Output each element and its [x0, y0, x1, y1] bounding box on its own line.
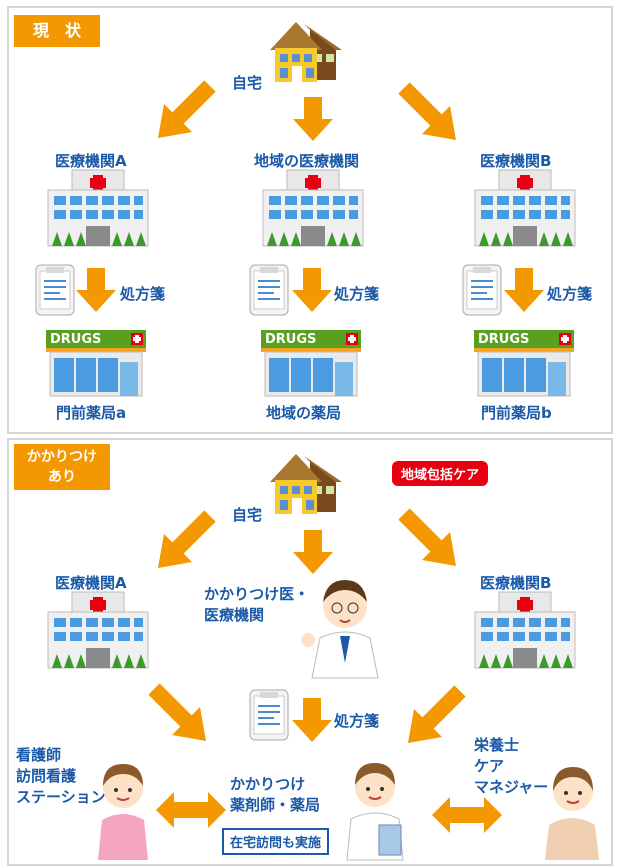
nutrition-label-line3: マネジャー	[474, 778, 549, 796]
nutritionist-illustration	[545, 767, 599, 860]
community-care-badge: 地域包括ケア	[392, 461, 489, 486]
hospital-b-icon	[474, 169, 576, 247]
arrow-home-to-local-hospital	[293, 97, 333, 141]
prescription-icon-2	[249, 689, 289, 741]
arrow-rx-a	[76, 268, 116, 312]
hospital-b-label: 医療機関B	[480, 152, 552, 170]
doctor-label: かかりつけ医・ 医療機関	[204, 584, 309, 626]
nutrition-label: 栄養士 ケア マネジャー	[474, 735, 548, 798]
pharmacy-b-label: 門前薬局b	[481, 404, 552, 422]
hospital-a-icon-2	[47, 591, 149, 669]
home-visit-box: 在宅訪問も実施	[222, 828, 330, 855]
nurse-illustration	[98, 764, 148, 860]
pharmacist-label: かかりつけ 薬剤師・薬局	[230, 774, 320, 816]
nurse-label: 看護師 訪問看護 ステーション	[16, 745, 106, 808]
local-pharmacy-label: 地域の薬局	[266, 404, 342, 422]
home-icon	[270, 22, 342, 82]
hospital-b-icon-2	[474, 591, 576, 669]
prescription-label-b: 処方箋	[547, 285, 593, 303]
pharmacist-label-line1: かかりつけ	[230, 775, 306, 793]
prescription-label-local: 処方箋	[334, 285, 380, 303]
home-icon	[270, 454, 342, 514]
hospital-b-label-2: 医療機関B	[480, 574, 552, 592]
prescription-label-a: 処方箋	[120, 285, 166, 303]
kakaritsuke-badge: かかりつけ あり	[14, 444, 110, 490]
nutrition-label-line2: ケア	[474, 757, 505, 775]
doctor-illustration	[301, 580, 379, 679]
doctor-label-line1: かかりつけ医・	[204, 585, 310, 603]
arrow-rx-local	[292, 268, 332, 312]
arrow-rx-2	[292, 698, 332, 742]
local-hospital-label: 地域の医療機関	[254, 152, 360, 170]
doctor-label-line2: 医療機関	[204, 606, 265, 624]
prescription-icon-local	[249, 264, 289, 316]
nurse-label-line1: 看護師	[16, 746, 62, 764]
kakaritsuke-badge-line1: かかりつけ	[26, 449, 98, 465]
drugs-sign-local: DRUGS	[265, 332, 317, 347]
nurse-label-line3: ステーション	[16, 788, 106, 806]
prescription-icon-a	[35, 264, 75, 316]
prescription-icon-b	[462, 264, 502, 316]
arrow-hospital-a-to-pharmacist	[150, 685, 220, 755]
arrow-home2-to-hospital-b	[400, 510, 470, 580]
current-badge: 現 状	[14, 15, 100, 47]
pharmacy-a-label: 門前薬局a	[56, 404, 127, 422]
nutrition-label-line1: 栄養士	[474, 736, 520, 754]
arrow-nurse-pharmacist	[156, 792, 226, 828]
pharmacist-illustration	[346, 763, 404, 861]
prescription-label-2: 処方箋	[334, 712, 380, 730]
home-label-2: 自宅	[232, 506, 263, 524]
arrow-home-to-hospital-b	[400, 84, 470, 154]
home-label: 自宅	[232, 74, 263, 92]
hospital-a-icon	[47, 169, 149, 247]
drugs-sign-a: DRUGS	[50, 332, 102, 347]
arrow-home-to-hospital-a	[150, 80, 220, 150]
nurse-label-line2: 訪問看護	[16, 767, 77, 785]
pharmacist-label-line2: 薬剤師・薬局	[230, 796, 321, 814]
arrow-home2-to-hospital-a	[150, 510, 220, 580]
hospital-a-label: 医療機関A	[55, 152, 127, 170]
kakaritsuke-badge-line2: あり	[48, 469, 76, 485]
hospital-a-label-2: 医療機関A	[55, 574, 127, 592]
local-hospital-icon	[262, 169, 364, 247]
arrow-home2-to-doctor	[293, 530, 333, 574]
arrow-pharmacist-nutrition	[432, 797, 502, 833]
arrow-rx-b	[504, 268, 544, 312]
drugs-sign-b: DRUGS	[478, 332, 530, 347]
